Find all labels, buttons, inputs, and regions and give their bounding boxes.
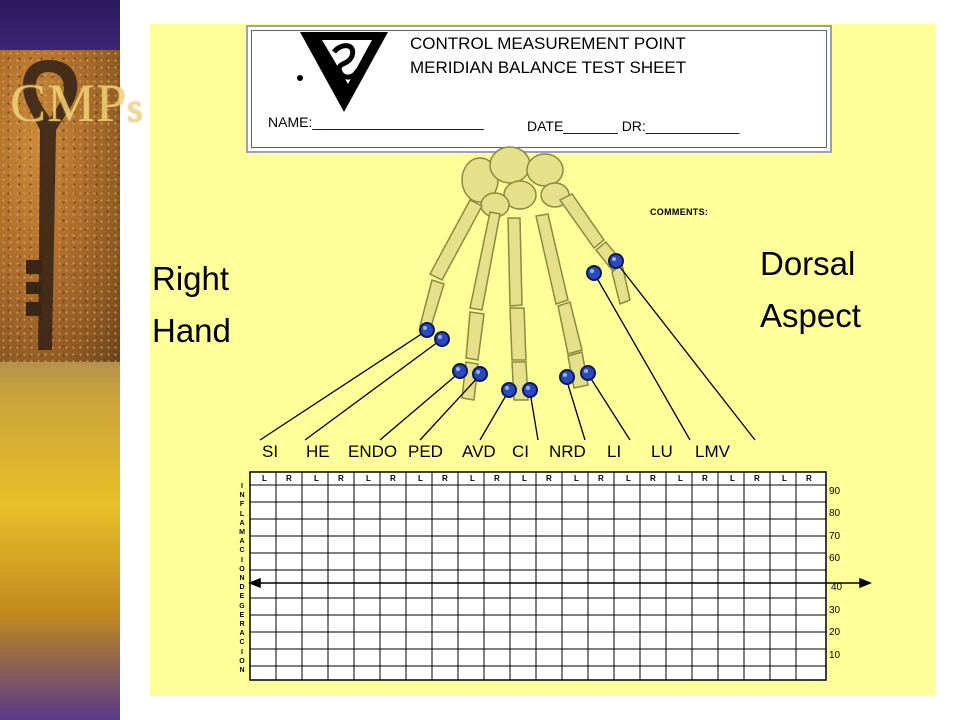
col-label-l: L [418,474,423,483]
name-field[interactable]: NAME:______________________ [268,114,484,130]
point-marker-endo[interactable] [452,363,468,379]
point-marker-lmv[interactable] [608,253,624,269]
point-marker-ped[interactable] [472,366,488,382]
meridian-label: HE [306,442,330,461]
point-marker-he[interactable] [434,331,450,347]
col-label-l: L [314,474,319,483]
col-label-r: R [754,474,760,483]
col-label-r: R [442,474,448,483]
col-label-l: L [522,474,527,483]
meridian-label: NRD [549,442,586,461]
scale-label: 10 [829,650,841,661]
scale-label: 20 [829,627,841,638]
scale-label: 40 [831,582,843,593]
header-title-line1: CONTROL MEASUREMENT POINT [410,34,686,53]
col-label-l: L [782,474,787,483]
col-label-r: R [650,474,656,483]
point-marker-lu[interactable] [586,265,602,281]
comments-label: COMMENTS: [650,207,709,217]
col-label-l: L [678,474,683,483]
point-marker-avd[interactable] [501,382,517,398]
col-label-r: R [806,474,812,483]
col-label-r: R [546,474,552,483]
col-label-l: L [262,474,267,483]
meridian-label: SI [262,442,279,461]
point-marker-nrd[interactable] [559,369,575,385]
date-dr-field[interactable]: DATE_______ DR:____________ [527,118,740,134]
col-label-l: L [470,474,475,483]
scale-label: 60 [829,553,841,564]
col-label-l: L [574,474,579,483]
meridian-label: LU [651,442,673,461]
meridian-label: LMV [695,442,730,461]
meridian-label: AVD [462,442,496,461]
dorsal-label-2: Aspect [760,297,861,334]
meridian-label: ENDO [348,442,398,461]
col-label-r: R [598,474,604,483]
right-hand-label-1: Right [152,260,230,297]
col-label-r: R [338,474,344,483]
key-icon [22,60,78,350]
meridian-label: PED [408,442,443,461]
point-marker-ci[interactable] [522,382,538,398]
slide-title: CMPs [10,73,144,133]
scale-label: 80 [829,508,841,519]
dorsal-label-1: Dorsal [760,245,856,282]
point-marker-li[interactable] [580,365,596,381]
scale-label: 30 [829,605,841,616]
col-label-r: R [390,474,396,483]
meridian-label: CI [512,442,529,461]
col-label-r: R [286,474,292,483]
col-label-l: L [366,474,371,483]
col-label-r: R [702,474,708,483]
col-label-r: R [494,474,500,483]
meridian-label: LI [607,442,622,461]
scale-label: 70 [829,531,841,542]
right-hand-label-2: Hand [152,312,231,349]
key-photo [0,50,120,362]
col-label-l: L [626,474,631,483]
point-marker-si[interactable] [419,322,435,338]
col-label-l: L [730,474,735,483]
scale-label: 90 [829,486,841,497]
center-arrow [247,577,873,589]
header-title-line2: MERIDIAN BALANCE TEST SHEET [410,58,687,77]
